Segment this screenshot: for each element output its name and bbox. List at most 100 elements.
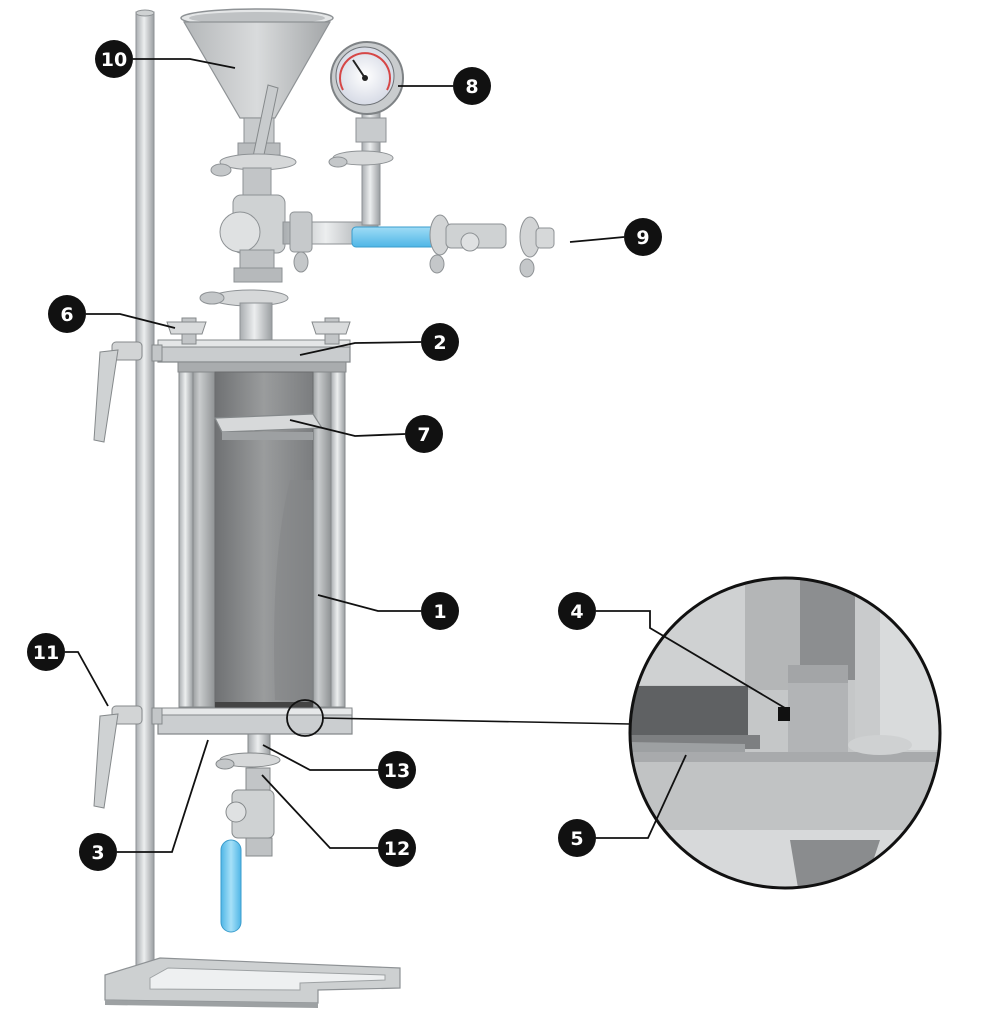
drain-valve-knob xyxy=(225,801,247,823)
callout-label-drain-valve: 12 xyxy=(384,838,410,860)
gauge-stem-nut xyxy=(355,117,387,143)
callout-stand-clamp: 11 xyxy=(27,633,109,707)
leader-line-gas-inlet-valve xyxy=(569,236,625,243)
valve-ball-knob xyxy=(219,211,261,253)
leader-line-perforated-piston-plate xyxy=(289,419,406,437)
callout-label-top-lid: 2 xyxy=(433,332,446,354)
stand-rod xyxy=(135,11,155,988)
callout-label-lid-clamp-knob: 6 xyxy=(60,304,73,326)
leader-line-cylinder-cell xyxy=(317,594,421,612)
funnel-clamp-wing xyxy=(210,163,232,177)
right-clamp-1-wing xyxy=(429,254,445,274)
funnel-rim-inner xyxy=(189,12,325,24)
drain-nut xyxy=(245,837,273,857)
gauge-scale-arc xyxy=(339,52,391,91)
callout-o-ring: 4 xyxy=(558,592,786,709)
stand-clamp-lower xyxy=(93,705,163,809)
funnel xyxy=(180,8,334,156)
callout-bottom-outlet: 13 xyxy=(262,744,416,789)
leader-line-bottom-plate xyxy=(117,739,209,853)
zoom-o-ring xyxy=(778,707,790,721)
pressure-gauge xyxy=(330,41,404,115)
callouts: 10 8 9 6 2 7 1 4 11 13 3 12 5 xyxy=(27,40,786,871)
callout-label-filter-membrane: 5 xyxy=(570,828,583,850)
valve-stem xyxy=(242,167,272,199)
drain-valve-blue-handle xyxy=(220,839,242,933)
right-clamp-2-wing xyxy=(519,258,535,278)
top-lid-rim xyxy=(177,361,347,373)
callout-badge-stand-clamp xyxy=(27,633,65,671)
drain-clamp-wing xyxy=(215,758,235,770)
callout-label-cylinder-cell: 1 xyxy=(433,601,446,623)
side-clamp-wing xyxy=(293,251,309,273)
tie-rod-right xyxy=(330,371,346,708)
callout-label-funnel: 10 xyxy=(101,49,127,71)
leader-line-top-lid xyxy=(299,341,422,356)
callout-badge-cylinder-cell xyxy=(421,592,459,630)
drain-assembly xyxy=(215,733,281,933)
stand-base-edge xyxy=(105,1000,318,1008)
lid-clamp-knob-left xyxy=(166,317,207,345)
leader-line-funnel xyxy=(133,58,236,69)
stand-clamp-upper xyxy=(93,341,163,443)
gauge-clamp-wing xyxy=(328,156,348,168)
stand xyxy=(104,9,401,1008)
gauge-pivot xyxy=(362,75,368,81)
callout-badge-drain-valve xyxy=(378,829,416,867)
right-valve-knob xyxy=(460,232,480,252)
inlet-nozzle xyxy=(535,227,555,249)
callout-badge-bottom-plate xyxy=(79,833,117,871)
leader-line-drain-valve xyxy=(261,774,378,849)
funnel-cone xyxy=(182,21,332,119)
leader-line-o-ring xyxy=(596,610,786,709)
tie-rod-left xyxy=(178,371,194,708)
callout-label-o-ring: 4 xyxy=(570,601,583,623)
zoom-connector-line xyxy=(321,717,631,725)
callout-label-pressure-gauge: 8 xyxy=(465,76,478,98)
lid-neck-clamp-wing xyxy=(199,291,225,305)
leader-line-stand-clamp xyxy=(65,651,109,707)
lid-neck-nut xyxy=(233,267,283,283)
gauge-needle xyxy=(352,59,366,79)
zoom-circle-frame xyxy=(628,576,942,890)
callout-badge-bottom-outlet xyxy=(378,751,416,789)
callout-bottom-plate: 3 xyxy=(79,739,209,871)
callout-gas-inlet-valve: 9 xyxy=(569,218,662,256)
callout-label-bottom-outlet: 13 xyxy=(384,760,410,782)
callout-drain-valve: 12 xyxy=(261,774,416,867)
callout-badge-funnel xyxy=(95,40,133,78)
callout-badge-top-lid xyxy=(421,323,459,361)
callout-cylinder-cell: 1 xyxy=(317,592,459,630)
side-pipe-fitting xyxy=(289,211,313,253)
zoom-detail xyxy=(321,576,942,890)
interior-shadow xyxy=(274,480,313,700)
callout-label-gas-inlet-valve: 9 xyxy=(636,227,649,249)
callout-perforated-piston-plate: 7 xyxy=(289,415,443,453)
callout-label-stand-clamp: 11 xyxy=(33,642,59,664)
callout-badge-filter-membrane xyxy=(558,819,596,857)
callout-badge-perforated-piston-plate xyxy=(405,415,443,453)
bottom-membrane-area xyxy=(215,702,313,712)
callout-lid-clamp-knob: 6 xyxy=(48,295,176,333)
stand-base-slot xyxy=(149,967,386,991)
callout-label-bottom-plate: 3 xyxy=(91,842,104,864)
callout-funnel: 10 xyxy=(95,40,236,78)
lid-clamp-knob-right xyxy=(311,317,351,345)
leader-line-filter-membrane xyxy=(596,754,687,839)
leader-line-lid-clamp-knob xyxy=(86,313,176,329)
stand-rod-top xyxy=(135,9,155,17)
piston-plate-edge xyxy=(222,432,313,440)
callout-badge-lid-clamp-knob xyxy=(48,295,86,333)
leader-line-bottom-outlet xyxy=(262,744,378,771)
callout-badge-pressure-gauge xyxy=(453,67,491,105)
callout-badge-gas-inlet-valve xyxy=(624,218,662,256)
callout-top-lid: 2 xyxy=(299,323,459,361)
cylinder-wall-left xyxy=(192,371,216,708)
callout-filter-membrane: 5 xyxy=(558,754,687,857)
callout-label-perforated-piston-plate: 7 xyxy=(417,424,430,446)
callout-pressure-gauge: 8 xyxy=(398,67,491,105)
top-lid xyxy=(157,344,351,363)
cylinder-cell xyxy=(157,317,353,737)
callout-badge-o-ring xyxy=(558,592,596,630)
